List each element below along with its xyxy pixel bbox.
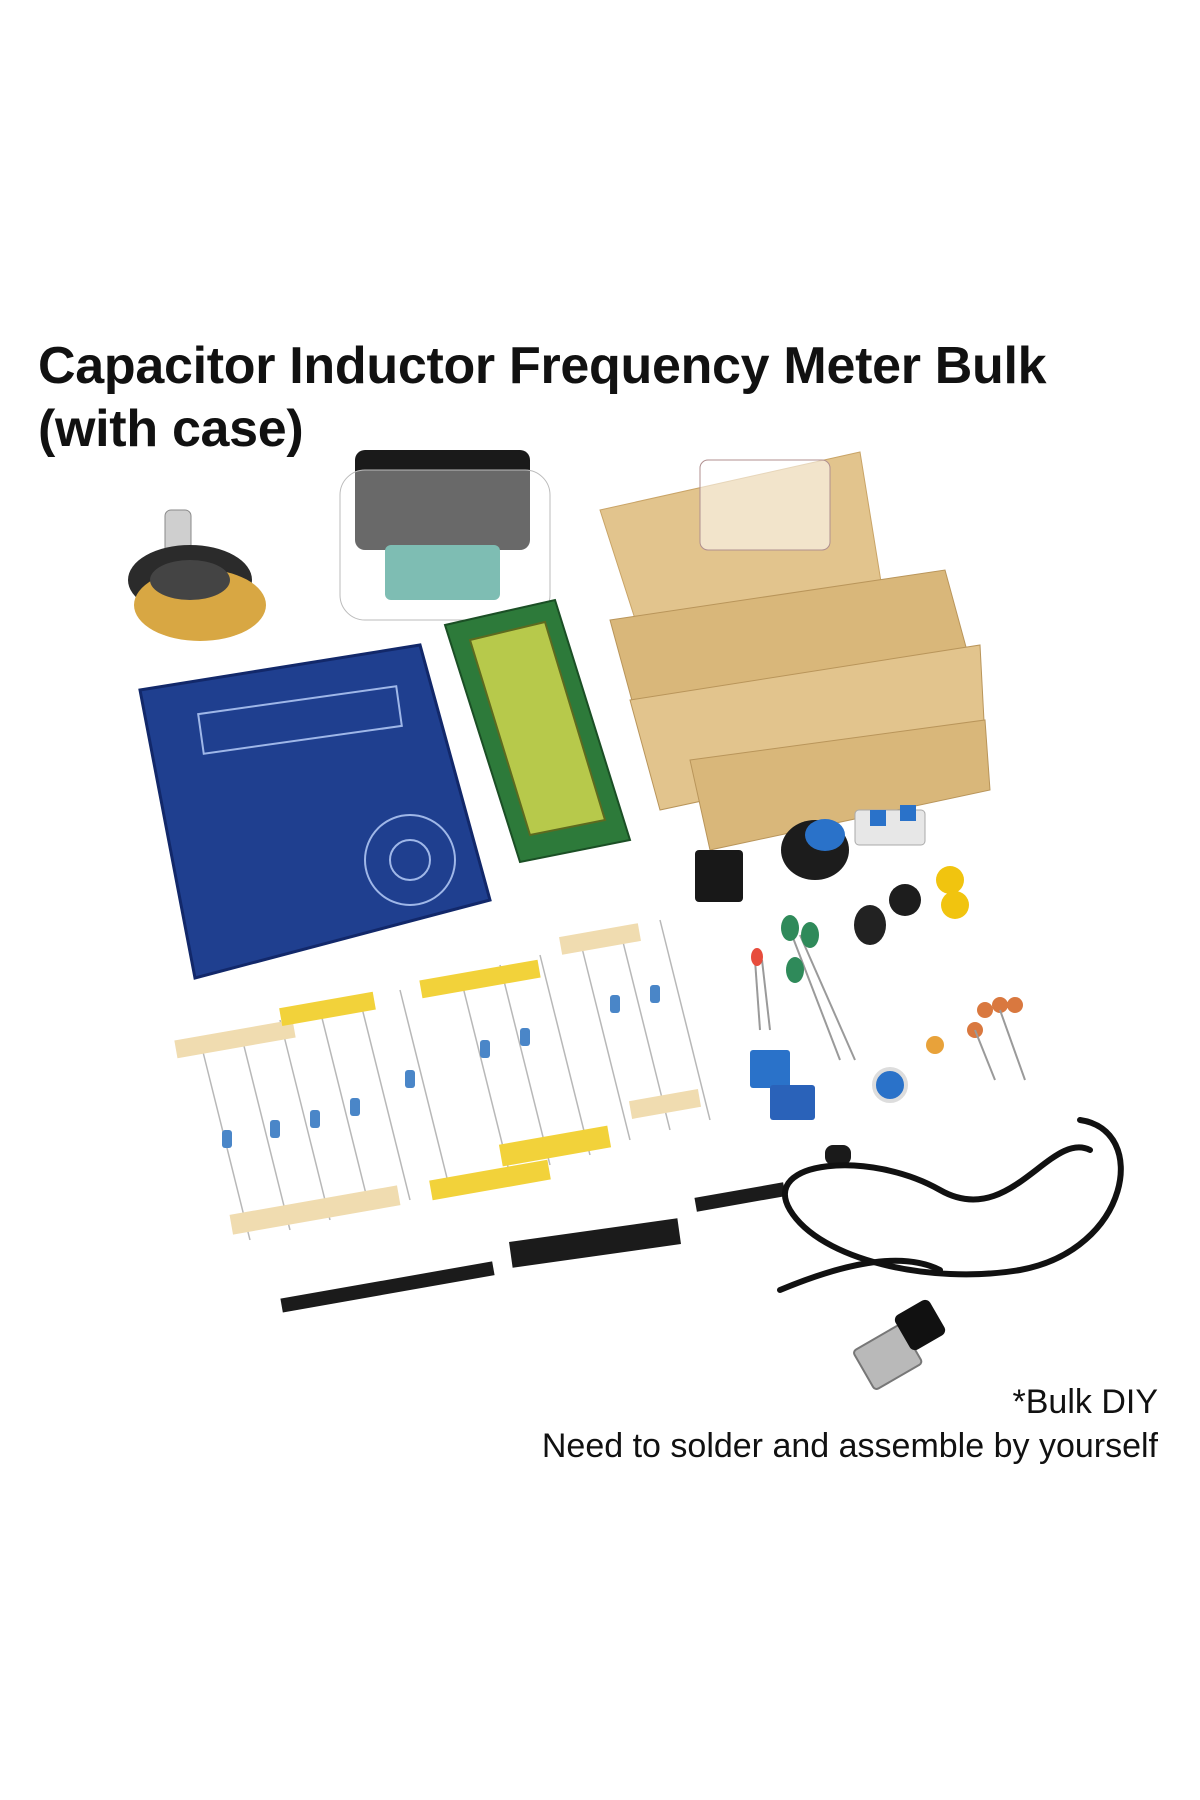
leds-inductors-capacitors <box>751 915 1026 1081</box>
resistor-strips <box>174 919 711 1241</box>
product-title: Capacitor Inductor Frequency Meter Bulk … <box>38 335 1178 461</box>
bulk-diy-note: *Bulk DIY Need to solder and assemble by… <box>542 1380 1158 1468</box>
product-title-line-2: (with case) <box>38 400 304 458</box>
lcd-module <box>443 598 632 864</box>
kit-components-photo <box>128 450 1124 1390</box>
pin-headers <box>280 1182 786 1313</box>
blue-pcb <box>138 643 492 980</box>
usb-cable <box>777 1117 1124 1390</box>
potentiometers-transistors <box>750 1050 908 1165</box>
acrylic-case-panels <box>599 451 991 851</box>
zif-socket-bag <box>339 450 551 621</box>
small-parts <box>695 805 969 945</box>
product-title-line-1: Capacitor Inductor Frequency Meter Bulk <box>38 337 1047 395</box>
rotary-switch <box>128 509 266 641</box>
bulk-diy-label: *Bulk DIY <box>1012 1383 1159 1421</box>
assembly-instruction: Need to solder and assemble by yourself <box>541 1427 1158 1465</box>
